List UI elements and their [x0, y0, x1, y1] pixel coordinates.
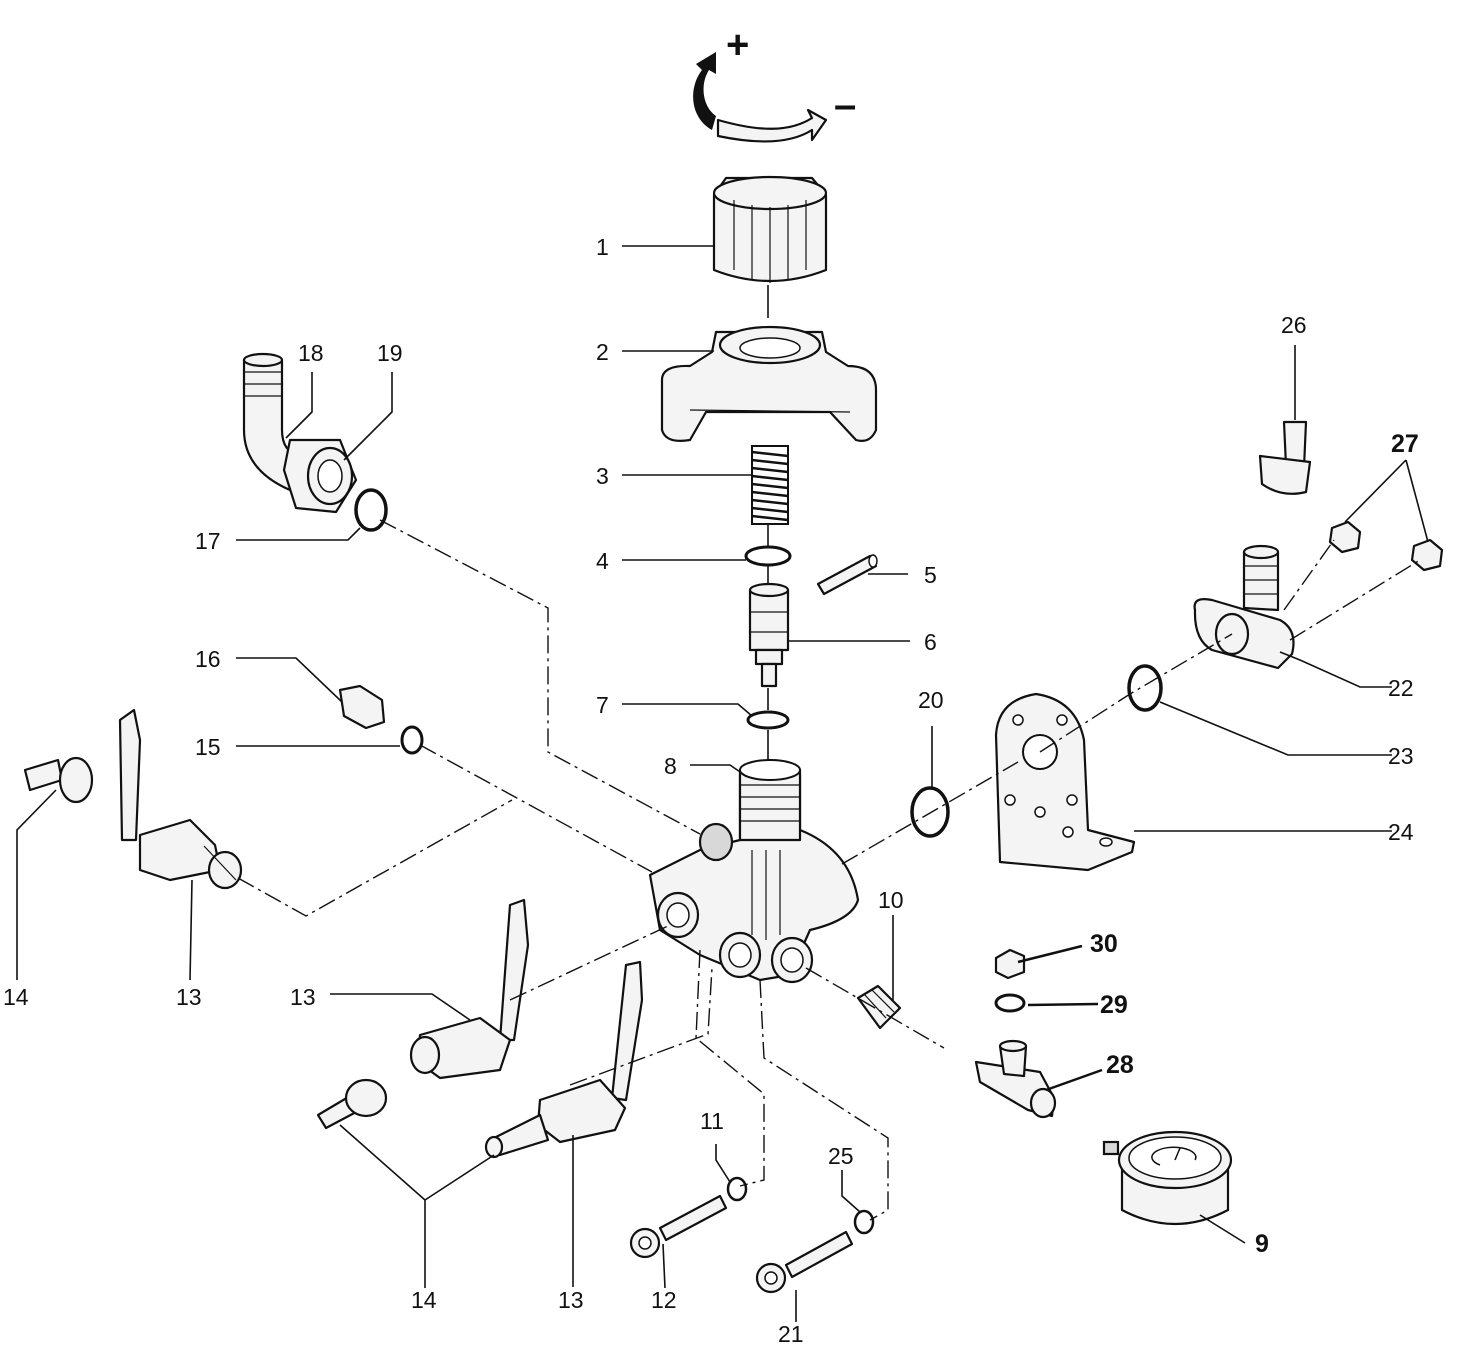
mounting-bracket-part-24	[994, 692, 1136, 872]
hose-tail-part-26	[1258, 420, 1312, 495]
nut-part-19	[282, 438, 358, 514]
part-label-30: 30	[1090, 930, 1118, 958]
part-label-18: 18	[298, 340, 324, 366]
part-label-5: 5	[924, 562, 937, 588]
part-label-10: 10	[878, 887, 904, 913]
washer-part-11	[726, 1176, 748, 1202]
part-label-19: 19	[377, 340, 403, 366]
part-label-13-mid: 13	[290, 984, 316, 1010]
rotation-arrow-icon: + –	[693, 23, 856, 143]
part-label-8: 8	[664, 753, 677, 779]
tee-fitting-part-28	[974, 1039, 1057, 1119]
part-label-22: 22	[1388, 675, 1414, 701]
part-label-26: 26	[1281, 312, 1307, 338]
part-label-16: 16	[195, 646, 221, 672]
part-label-13-left: 13	[176, 984, 202, 1010]
ball-valve-part-13-mid	[409, 898, 530, 1080]
part-label-23: 23	[1388, 743, 1414, 769]
screw-part-21	[755, 1230, 854, 1294]
hose-barb-part-14-lower	[316, 1078, 388, 1130]
nut-part-27	[1328, 520, 1444, 572]
o-ring-part-17	[354, 488, 388, 532]
part-label-3: 3	[596, 463, 609, 489]
spring-part-3	[751, 445, 789, 525]
screw-part-12	[629, 1194, 728, 1259]
pin-part-5	[816, 554, 878, 596]
part-label-11: 11	[700, 1108, 724, 1134]
part-label-1: 1	[596, 234, 609, 260]
ball-valve-part-13-front	[484, 960, 644, 1159]
lever-bracket-part-2	[660, 325, 878, 442]
part-labels: 1 2 3 4 5 6 7 8 9 10 11 12 13 13 13 14 1…	[3, 234, 1419, 1347]
part-label-2: 2	[596, 339, 609, 365]
leader-lines	[16, 245, 1429, 1322]
o-ring-part-15	[400, 725, 424, 755]
pressure-gauge-part-9	[1102, 1130, 1233, 1225]
hose-barb-part-14-left	[23, 756, 94, 804]
part-label-4: 4	[596, 548, 609, 574]
nipple-part-10	[856, 984, 902, 1030]
plug-part-16	[338, 684, 386, 730]
rotation-minus-symbol: –	[834, 83, 856, 127]
part-label-7: 7	[596, 692, 609, 718]
part-label-25: 25	[828, 1143, 854, 1169]
rotation-plus-symbol: +	[726, 23, 749, 67]
washer-part-25	[853, 1209, 875, 1235]
part-label-15: 15	[195, 734, 221, 760]
knob-part-1	[712, 175, 828, 283]
part-label-6: 6	[924, 629, 937, 655]
valve-body-part-8	[648, 759, 860, 984]
valve-stem-part-6	[748, 582, 790, 688]
part-label-13-front: 13	[558, 1287, 584, 1313]
o-ring-part-20	[910, 786, 950, 838]
plug-part-30	[994, 948, 1026, 980]
part-label-14-lower: 14	[411, 1287, 437, 1313]
part-label-29: 29	[1100, 991, 1128, 1019]
part-label-20: 20	[918, 687, 944, 713]
part-label-21: 21	[778, 1321, 804, 1347]
part-label-27: 27	[1391, 430, 1419, 458]
o-ring-part-4	[744, 545, 792, 567]
ball-valve-part-13-left	[118, 708, 243, 890]
part-label-24: 24	[1388, 819, 1414, 845]
part-label-12: 12	[651, 1287, 677, 1313]
part-label-28: 28	[1106, 1051, 1134, 1079]
o-ring-part-23	[1127, 664, 1163, 712]
assembly-lines	[237, 519, 1421, 1221]
part-label-14-left: 14	[3, 984, 29, 1010]
part-label-9: 9	[1255, 1230, 1269, 1258]
flange-fitting-part-22	[1193, 544, 1295, 670]
washer-part-29	[994, 993, 1026, 1013]
part-label-17: 17	[195, 528, 221, 554]
o-ring-part-7	[746, 710, 790, 730]
